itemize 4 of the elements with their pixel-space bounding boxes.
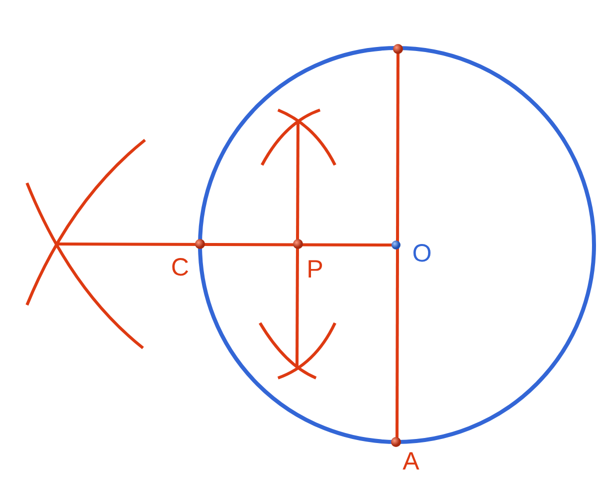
point-label: P bbox=[306, 258, 324, 282]
point-label: A bbox=[402, 450, 420, 474]
point-label: O bbox=[412, 242, 432, 266]
point-label: C bbox=[170, 256, 190, 280]
